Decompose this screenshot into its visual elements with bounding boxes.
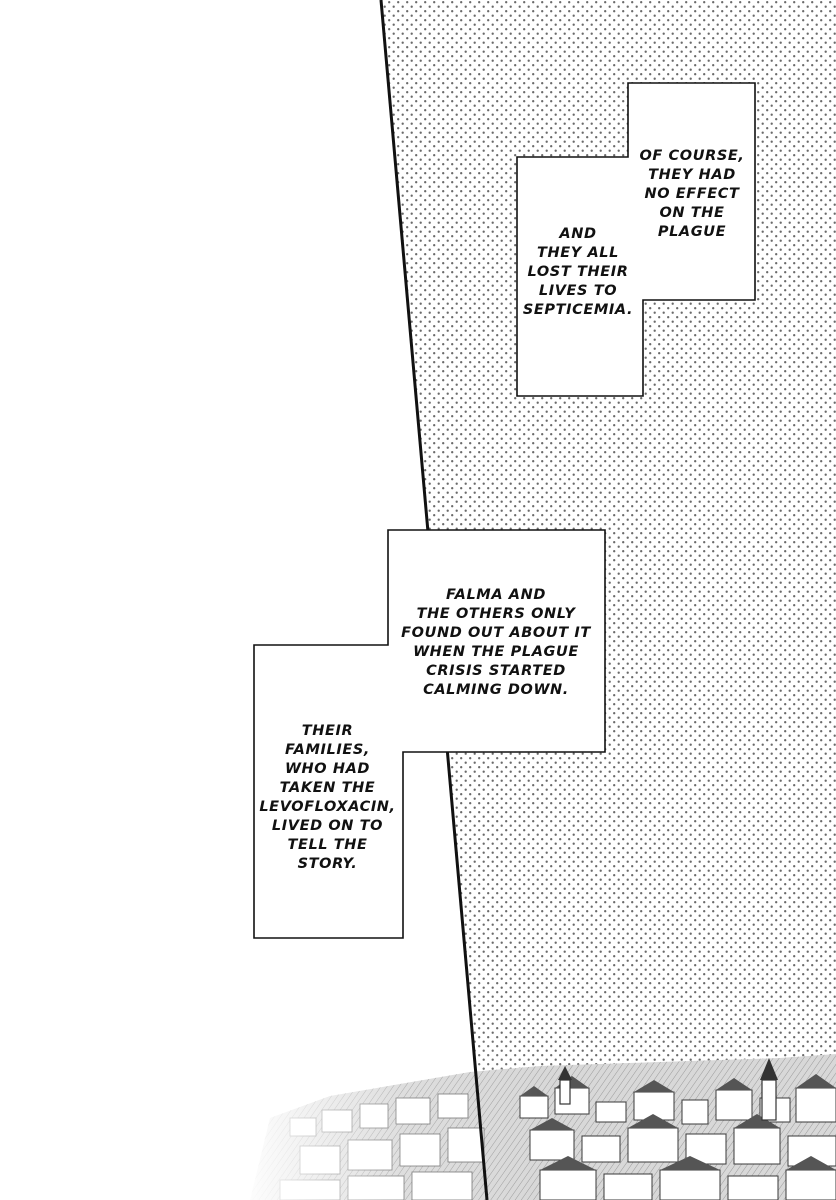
caption-of-course: OF COURSE, THEY HAD NO EFFECT ON THE PLA… bbox=[639, 148, 745, 240]
caption-falma-found-out: FALMA AND THE OTHERS ONLY FOUND OUT ABOU… bbox=[401, 587, 591, 698]
caption-box-upper bbox=[516, 82, 756, 397]
caption-their-families: THEIR FAMILIES, WHO HAD TAKEN THE LEVOFL… bbox=[259, 723, 396, 872]
town-illustration bbox=[240, 1040, 836, 1200]
caption-box-lower bbox=[253, 529, 606, 939]
caption-they-all-lost: AND THEY ALL LOST THEIR LIVES TO SEPTICE… bbox=[522, 226, 634, 318]
